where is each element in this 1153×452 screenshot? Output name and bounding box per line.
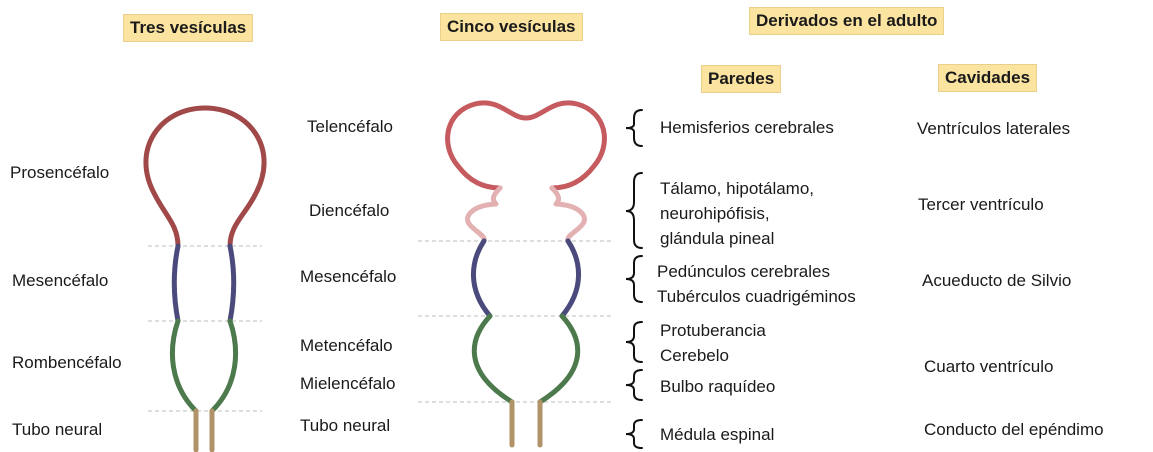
wall-medulla-oblongata: Bulbo raquídeo — [660, 376, 775, 398]
header-three-vesicles: Tres vesículas — [123, 14, 253, 42]
cavity-aqueduct-of-sylvius: Acueducto de Silvio — [922, 270, 1071, 292]
label-myelencephalon: Mielencéfalo — [300, 373, 395, 395]
prosencephalon-wall — [146, 108, 264, 246]
label-neural-tube-3: Tubo neural — [12, 419, 102, 441]
rhombencephalon-wall-right — [212, 321, 236, 411]
wall-spinal-cord: Médula espinal — [660, 424, 774, 446]
telencephalon-wall — [448, 103, 605, 188]
cavity-lateral-ventricles: Ventrículos laterales — [917, 118, 1070, 140]
five-vesicle-tube — [448, 103, 605, 445]
wall-thalamus: Tálamo, hipotálamo, — [660, 178, 814, 200]
label-prosencephalon: Prosencéfalo — [10, 162, 109, 184]
mesencephalon-wall-left — [174, 246, 178, 321]
rhombencephalon-wall-right-5 — [540, 316, 578, 402]
mesencephalon-wall-left-5 — [473, 241, 490, 316]
bracket-mesencephalon — [626, 256, 642, 302]
brackets — [626, 110, 642, 448]
label-diencephalon: Diencéfalo — [309, 200, 389, 222]
wall-quadrigeminal-tubercles: Tubérculos cuadrigéminos — [657, 286, 856, 308]
rhombencephalon-wall-left-5 — [474, 316, 512, 402]
mesencephalon-wall-right-5 — [562, 241, 579, 316]
label-rhombencephalon: Rombencéfalo — [12, 352, 122, 374]
bracket-diencephalon — [626, 173, 642, 248]
diencephalon-wall-left — [468, 188, 500, 241]
bracket-metencephalon — [626, 322, 642, 362]
label-mesencephalon-5: Mesencéfalo — [300, 266, 396, 288]
wall-neurohypophysis: neurohipófisis, — [660, 203, 770, 225]
bracket-neural-tube — [626, 420, 642, 448]
mesencephalon-wall-right — [230, 246, 234, 321]
bracket-myelencephalon — [626, 370, 642, 400]
header-five-vesicles: Cinco vesículas — [440, 13, 583, 41]
label-neural-tube-5: Tubo neural — [300, 415, 390, 437]
wall-cerebral-peduncles: Pedúnculos cerebrales — [657, 261, 830, 283]
cavity-fourth-ventricle: Cuarto ventrículo — [924, 356, 1053, 378]
three-vesicle-tube — [146, 108, 264, 450]
label-mesencephalon-3: Mesencéfalo — [12, 270, 108, 292]
header-adult-derivatives: Derivados en el adulto — [749, 7, 944, 35]
wall-pineal-gland: glándula pineal — [660, 228, 774, 250]
label-metencephalon: Metencéfalo — [300, 335, 393, 357]
cavity-third-ventricle: Tercer ventrículo — [918, 194, 1044, 216]
rhombencephalon-wall-left — [172, 321, 196, 411]
header-cavities: Cavidades — [938, 64, 1037, 92]
bracket-telencephalon — [626, 110, 642, 146]
wall-cerebral-hemispheres: Hemisferios cerebrales — [660, 117, 834, 139]
wall-cerebellum: Cerebelo — [660, 345, 729, 367]
wall-pons: Protuberancia — [660, 320, 766, 342]
diencephalon-wall-right — [552, 188, 584, 241]
header-walls: Paredes — [701, 65, 781, 93]
label-telencephalon: Telencéfalo — [307, 116, 393, 138]
cavity-ependymal-canal: Conducto del epéndimo — [924, 419, 1104, 441]
